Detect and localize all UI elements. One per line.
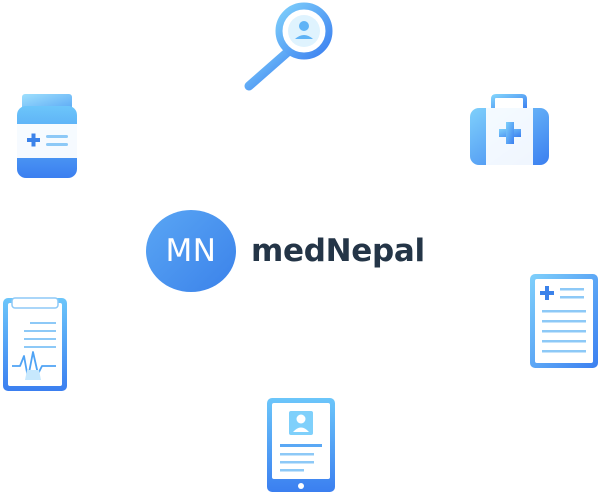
brand-logo: MN medNepal xyxy=(146,210,425,292)
ecg-clipboard-icon xyxy=(3,297,67,391)
magnifier-person-icon xyxy=(244,2,333,91)
brand-name: medNepal xyxy=(251,233,425,269)
first-aid-kit-icon xyxy=(470,94,549,165)
medicine-jar-icon xyxy=(17,94,77,178)
tablet-profile-icon xyxy=(267,398,335,492)
logo-monogram: MN xyxy=(146,210,236,292)
medical-report-icon xyxy=(530,274,598,368)
